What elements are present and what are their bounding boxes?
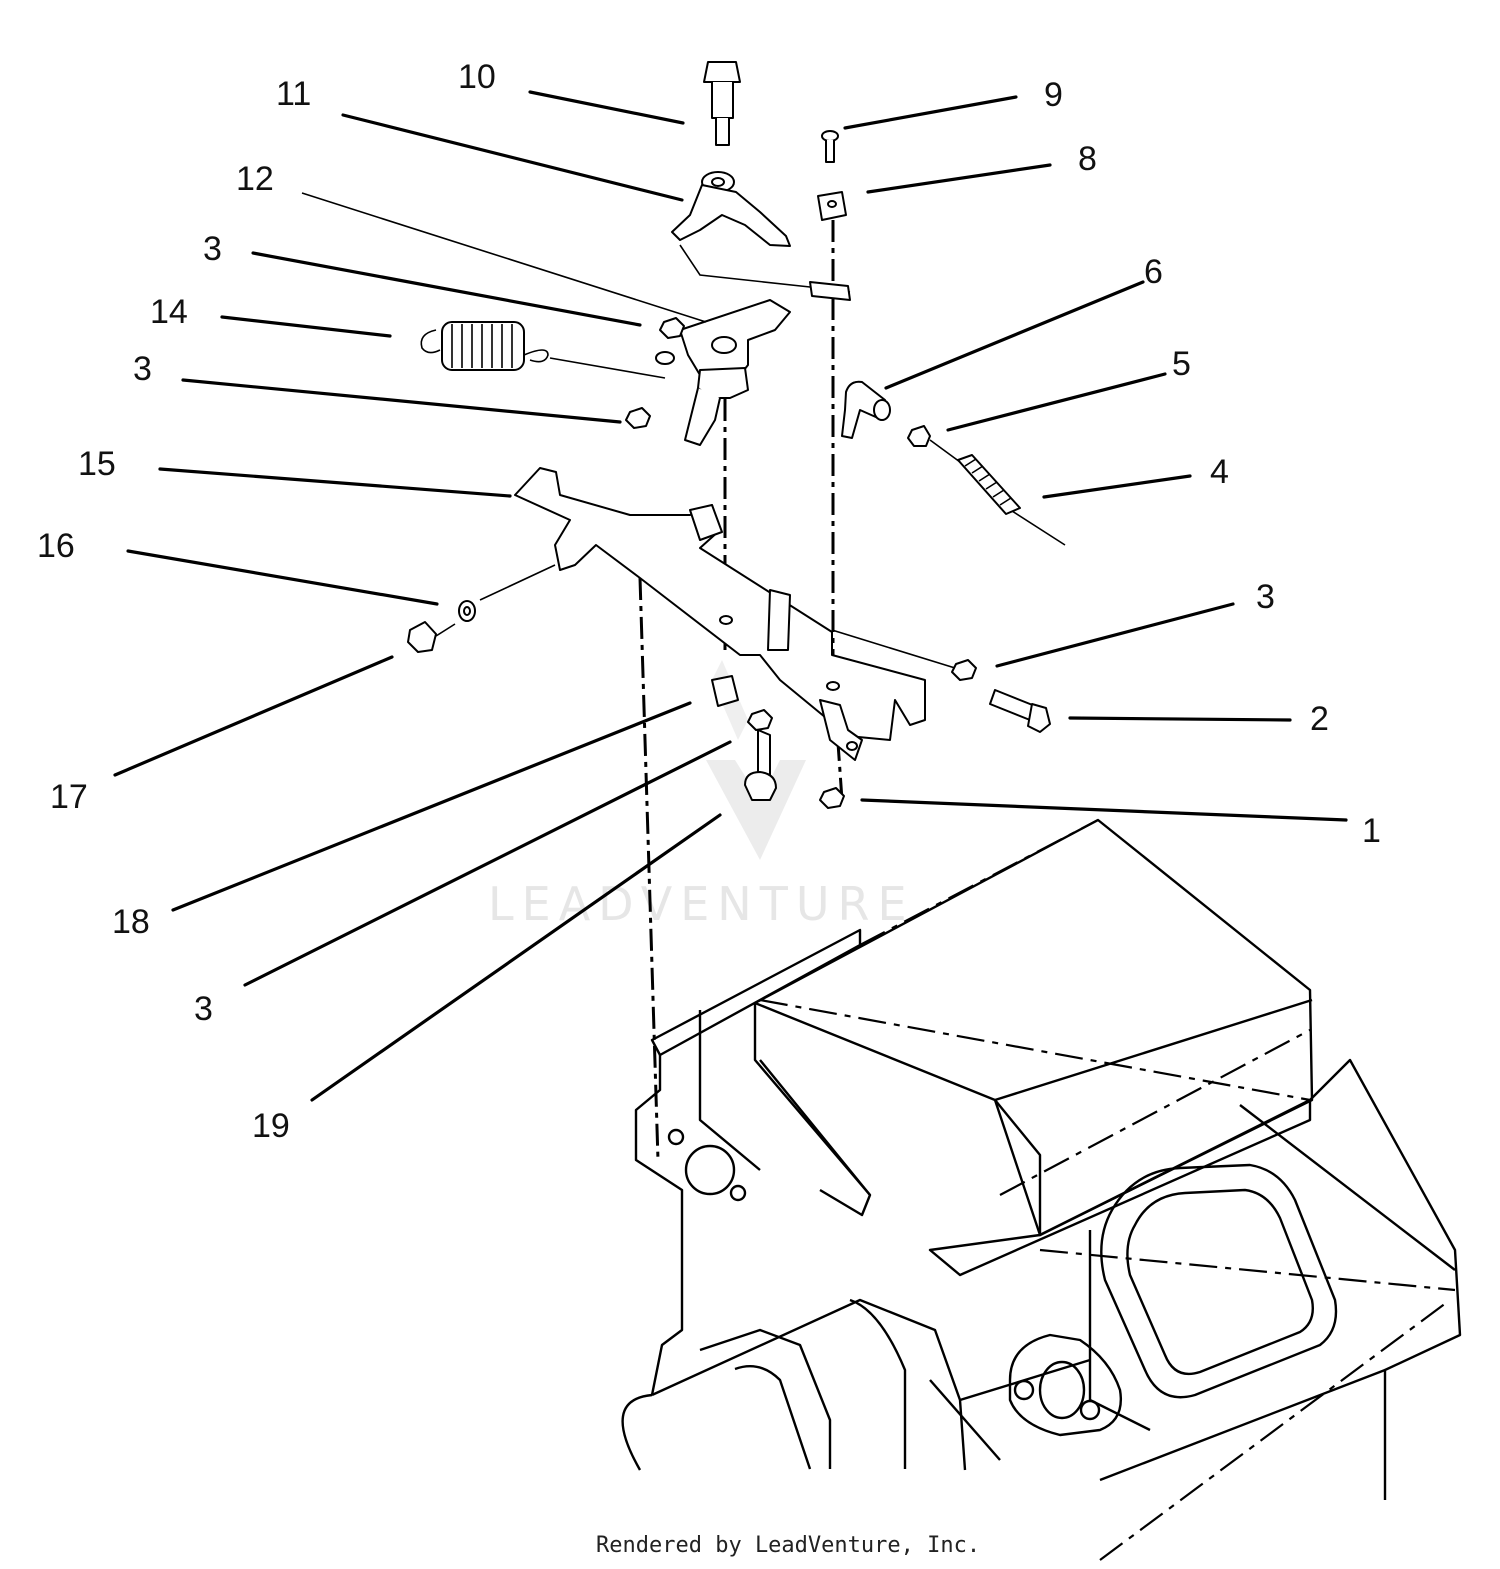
leader-3a bbox=[251, 251, 642, 327]
leader-10 bbox=[528, 90, 685, 125]
leader-14 bbox=[220, 315, 392, 338]
leader-18 bbox=[171, 701, 692, 912]
callout-12: 12 bbox=[236, 160, 274, 198]
callout-14: 14 bbox=[150, 293, 188, 331]
part-2-bolt bbox=[989, 689, 1051, 733]
callout-11: 11 bbox=[276, 75, 311, 113]
callout-10: 10 bbox=[458, 58, 496, 96]
callout-3a: 3 bbox=[203, 230, 222, 268]
leader-9 bbox=[843, 95, 1018, 130]
callout-3b: 3 bbox=[133, 350, 152, 388]
leader-2 bbox=[1068, 716, 1292, 722]
callout-15: 15 bbox=[78, 445, 116, 483]
part-19-bolt bbox=[744, 729, 777, 801]
part-3-nut-middle bbox=[625, 407, 651, 429]
callout-1: 1 bbox=[1362, 812, 1381, 850]
callout-19: 19 bbox=[252, 1107, 290, 1145]
callout-5: 5 bbox=[1172, 345, 1191, 383]
part-3-nut-upper bbox=[659, 317, 685, 339]
part-3-nut-right bbox=[831, 629, 977, 681]
leader-15 bbox=[158, 467, 512, 498]
part-1-nut bbox=[819, 787, 845, 809]
leader-12 bbox=[301, 192, 707, 323]
watermark-text: LEADVENTURE bbox=[488, 877, 915, 931]
leader-3c bbox=[995, 602, 1235, 668]
leader-5 bbox=[946, 372, 1167, 432]
leader-16 bbox=[126, 549, 439, 606]
leader-11 bbox=[341, 113, 684, 202]
part-17-flange-bolt bbox=[407, 621, 456, 653]
leader-19 bbox=[310, 813, 722, 1102]
callout-16: 16 bbox=[37, 527, 75, 565]
part-16-washer bbox=[458, 600, 476, 622]
leader-17 bbox=[113, 655, 394, 777]
callout-8: 8 bbox=[1078, 140, 1097, 178]
part-6-swivel bbox=[841, 380, 891, 439]
part-3-nut-lower bbox=[747, 709, 773, 731]
callout-9: 9 bbox=[1044, 76, 1063, 114]
callout-3d: 3 bbox=[194, 990, 213, 1028]
part-18-square-nut bbox=[711, 675, 739, 707]
callout-2: 2 bbox=[1310, 700, 1329, 738]
part-11-lever bbox=[671, 171, 851, 301]
leader-3d bbox=[243, 740, 732, 987]
leader-3b bbox=[181, 378, 622, 424]
part-15-bracket bbox=[479, 467, 926, 761]
callout-6: 6 bbox=[1144, 253, 1163, 291]
callout-18: 18 bbox=[112, 903, 150, 941]
leader-4 bbox=[1042, 474, 1192, 499]
part-14-spring bbox=[420, 321, 666, 379]
leader-8 bbox=[866, 163, 1052, 194]
leader-lines bbox=[113, 90, 1348, 1102]
callout-4: 4 bbox=[1210, 453, 1229, 491]
part-10-shoulder-bolt bbox=[703, 61, 741, 146]
leader-6 bbox=[884, 280, 1145, 390]
part-5-nut bbox=[907, 425, 931, 447]
engine-block bbox=[621, 818, 1462, 1561]
leader-1 bbox=[860, 798, 1348, 822]
part-8-clamp bbox=[817, 191, 847, 221]
callout-17: 17 bbox=[50, 778, 88, 816]
callout-labels: 10 11 9 8 12 3 6 14 3 5 15 4 16 3 2 17 1… bbox=[37, 58, 1381, 1145]
part-9-screw bbox=[821, 130, 839, 163]
part-4-threaded-rod bbox=[929, 439, 1066, 546]
part-12-plate bbox=[679, 299, 791, 446]
callout-3c: 3 bbox=[1256, 578, 1275, 616]
part-3-nut-washer bbox=[655, 351, 675, 365]
render-credit: Rendered by LeadVenture, Inc. bbox=[596, 1533, 980, 1558]
